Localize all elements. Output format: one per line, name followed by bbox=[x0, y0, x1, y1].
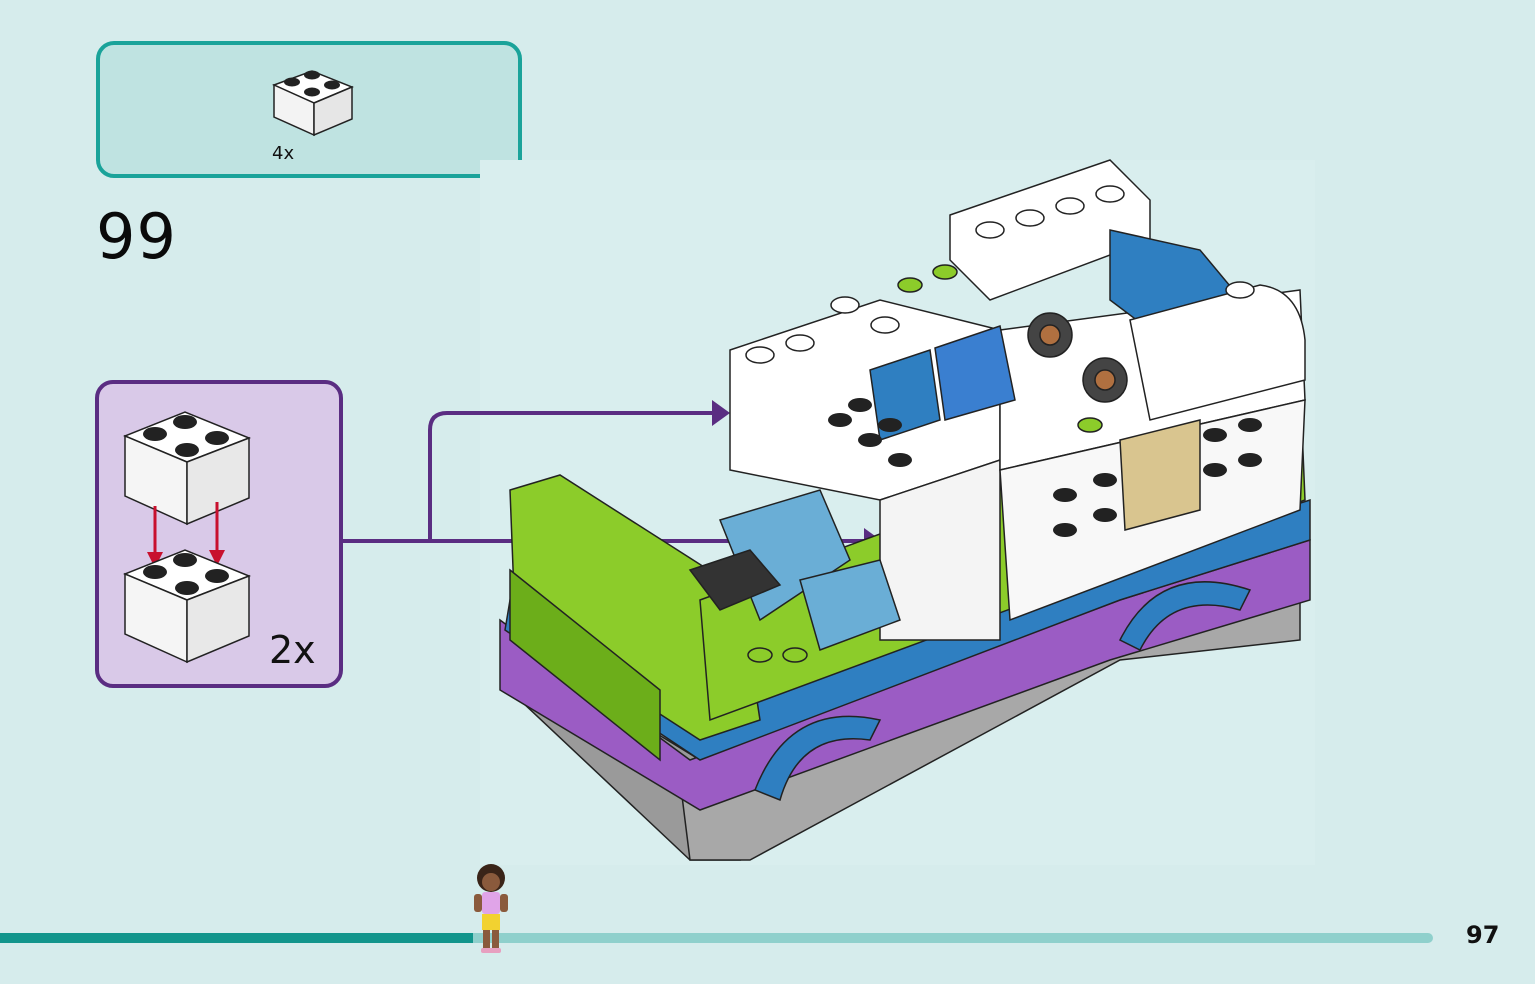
studs bbox=[745, 185, 1255, 364]
step-number: 99 bbox=[96, 200, 177, 273]
progress-track bbox=[0, 933, 1433, 943]
dark-studs bbox=[828, 398, 1262, 537]
progress-fill bbox=[0, 933, 473, 943]
lime-studs bbox=[747, 264, 1103, 663]
parts-list-box: 4x bbox=[96, 41, 522, 178]
minifigure-icon bbox=[474, 864, 508, 953]
submodel-illustration bbox=[123, 411, 252, 664]
top-brick-icon bbox=[123, 411, 252, 526]
bottom-brick-icon bbox=[123, 549, 252, 664]
arrow-head-upper bbox=[712, 400, 730, 426]
submodel-callout: 2x bbox=[95, 380, 343, 688]
submodel-quantity: 2x bbox=[269, 628, 316, 672]
parts-quantity: 4x bbox=[272, 143, 295, 164]
camper-van bbox=[499, 159, 1311, 861]
page-number: 97 bbox=[1466, 921, 1500, 949]
white-2x2-brick-icon bbox=[272, 70, 354, 137]
